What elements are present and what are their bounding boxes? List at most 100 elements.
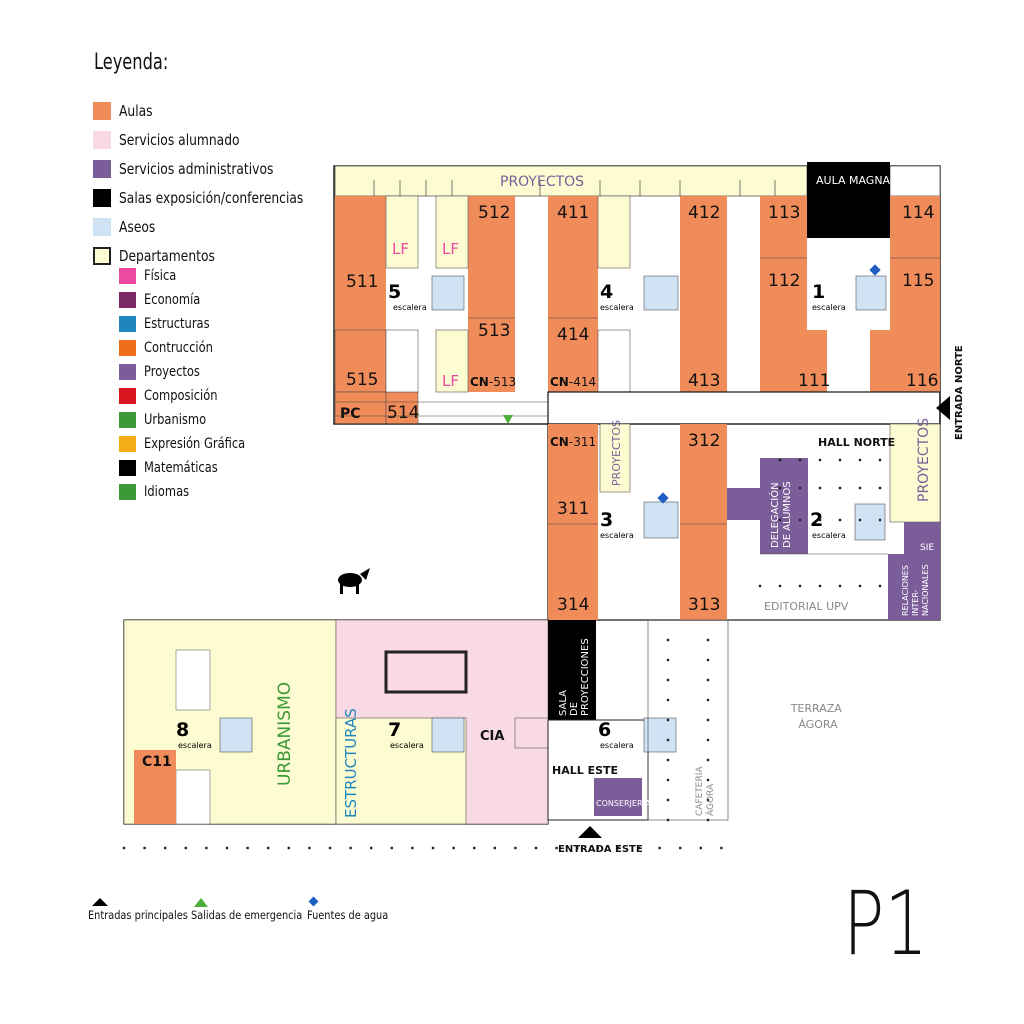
room-411[interactable] [548,196,598,392]
multiline-labels: DELEGACIÓN DE ALUMNOS RELACIONES INTER- … [558,481,930,816]
room-513-label: 513 [478,321,510,341]
legend-salidas: Salidas de emergencia [191,908,303,922]
room-514[interactable] [385,391,419,425]
sala-proyecciones[interactable] [548,620,596,720]
svg-text:CN-311: CN-311 [550,435,596,449]
grid-dot [390,846,393,850]
room-312[interactable] [680,424,727,620]
grid-dot [798,458,802,462]
legend-item: Departamentos [93,247,236,265]
legend-swatch [93,160,111,178]
department-legend-item: Física [93,268,183,284]
room-515-label: 515 [346,370,378,390]
grid-dot [699,846,702,850]
legend-title: Leyenda: [94,50,169,75]
department-swatch [119,436,136,452]
grid-dot [706,658,710,662]
grid-dot [666,658,670,662]
room-512[interactable] [468,196,515,392]
grid-dot [838,486,842,490]
entrada-este-label: ENTRADA ESTE [558,844,643,855]
aseo-7 [431,717,465,753]
grid-dot [878,584,882,588]
water-fountain-icon [869,264,881,276]
department-label: Economía [144,292,201,308]
department-swatch [119,268,136,284]
room-pc[interactable] [334,391,387,425]
delegacion-alumnos[interactable] [760,458,808,554]
grid-dot [308,846,311,850]
grid-dot [666,698,670,702]
grid-dot [225,846,229,850]
room-c11[interactable] [134,750,176,824]
hall-norte-label: HALL NORTE [818,436,895,449]
department-legend-item: Contrucción [93,340,228,356]
cafeteria-label: CAFETERÍA ÁGORA [693,764,716,816]
legend-fuentes: Fuentes de agua [307,908,389,922]
entrada-este-icon [578,826,602,838]
grid-dot [758,584,762,588]
legend-item: Aseos [93,218,163,236]
room-314-label: 314 [557,595,589,615]
aseo-6 [643,717,677,753]
department-legend-item: Matemáticas [93,460,234,476]
estructuras-label: ESTRUCTURAS [342,708,360,818]
grid-dot [798,518,802,522]
room-412[interactable] [680,196,727,392]
svg-text:escalera: escalera [178,741,212,750]
sie[interactable] [904,522,940,554]
room-113-label: 113 [768,203,800,223]
grid-dot [858,486,862,490]
sie-label: SIE [920,543,934,553]
grid-dot [838,584,842,588]
room-113[interactable] [760,196,807,392]
grid-dot [637,846,641,850]
aseo-2 [854,503,886,541]
salida-triangle-icon [194,898,208,907]
grid-dot [818,584,822,588]
grid-dot [666,738,670,742]
conserjeria[interactable] [594,778,642,816]
legend-entradas: Entradas principales [88,908,188,922]
room-515[interactable] [334,329,387,393]
proyectos-mid [599,423,631,493]
grid-dot [778,486,782,490]
department-legend-item: Estructuras [93,316,224,332]
hall-este-label: HALL ESTE [552,764,618,777]
room-c11-label: C11 [142,754,172,770]
legend-swatch [93,247,111,265]
department-label: Composición [144,388,218,404]
grid-dot [818,458,822,462]
grid-dot [164,846,167,850]
cn311-prefix: CN [550,435,569,449]
grid-dot [576,846,579,850]
grid-dot [184,846,187,850]
svg-text:escalera: escalera [600,741,634,750]
room-114[interactable] [890,196,940,392]
department-swatch [119,292,136,308]
relaciones-internacionales[interactable] [888,554,940,620]
building-north [333,162,941,425]
department-swatch [119,484,136,500]
department-swatch [119,460,136,476]
grid-dot [706,758,710,762]
department-label: Idiomas [144,484,190,500]
grid-dot [818,518,822,522]
department-legend-item: Proyectos [93,364,212,380]
grid-dot [666,638,670,642]
room-311[interactable] [548,424,598,620]
proyectos-right [889,423,941,523]
grid-dot [666,798,670,802]
proyectos-mid-label: PROYECTOS [610,420,623,486]
legend-label: Aulas [119,102,153,120]
grid-dot [658,846,661,850]
